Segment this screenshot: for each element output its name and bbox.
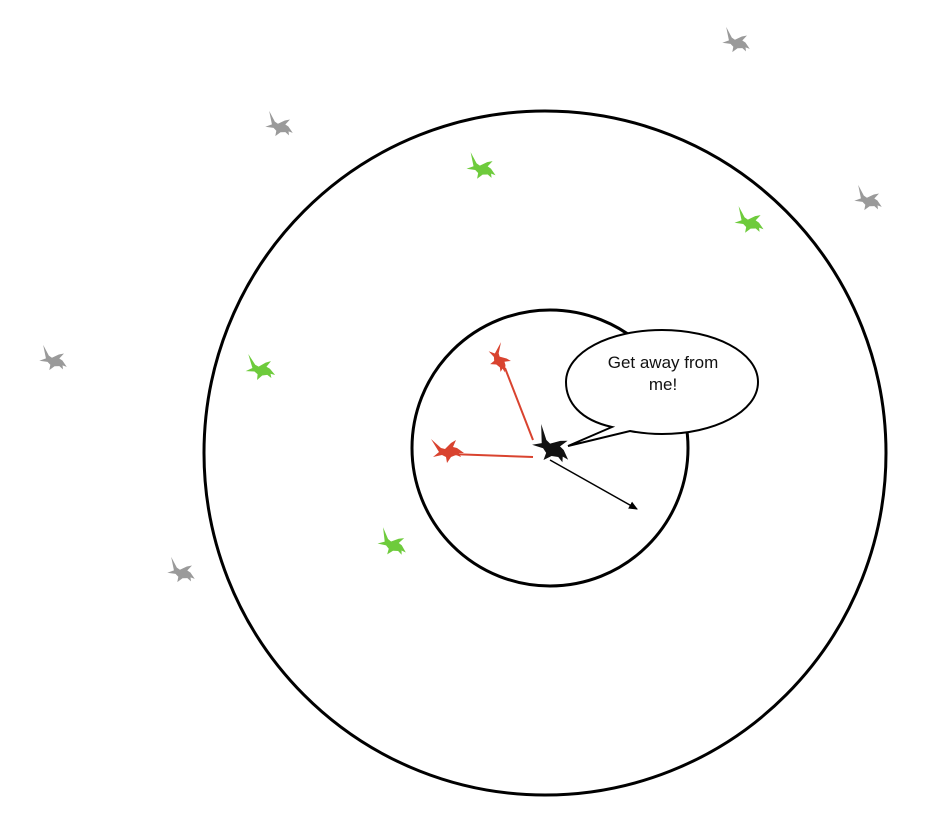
distant-bird-icon [35,344,72,376]
distant-bird-icon [163,556,200,588]
distant-bird-icon [850,184,887,216]
neighbor-bird-icon [373,527,412,562]
distant-bird-icon [718,26,755,58]
neighbor-bird-icon [730,206,769,239]
distant-bird-icon [261,110,298,142]
outer-perception-ring [202,109,888,797]
speech-bubble-text: Get away from me! [607,353,719,394]
neighbor-bird-icon [242,354,279,385]
repulsion-line-left [449,453,534,458]
neighbor-bird-icon [462,152,501,185]
speech-bubble [564,328,760,447]
movement-arrow [549,459,638,510]
repulsion-line-upper [504,367,534,441]
